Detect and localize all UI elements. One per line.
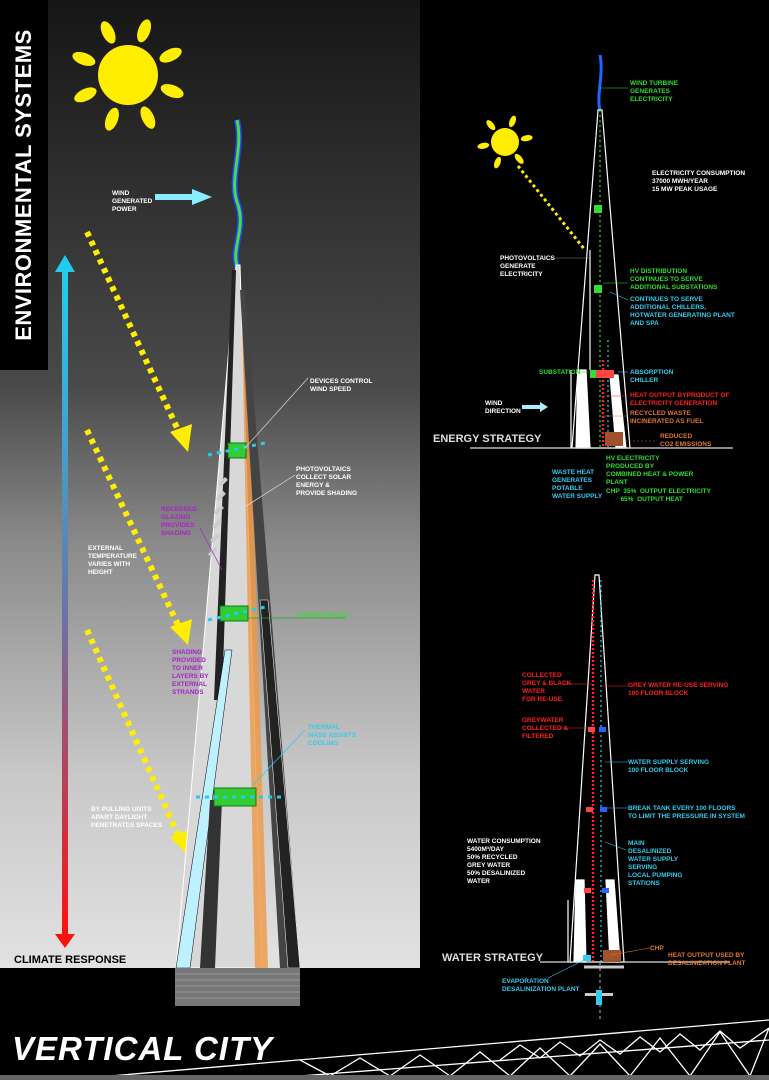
wind-direction-arrow — [522, 402, 548, 412]
label-collected-water: COLLECTED GREY & BLACK WATER FOR RE-USE — [522, 672, 572, 703]
label-photovoltaics: PHOTOVOLTAICS COLLECT SOLAR ENERGY & PRO… — [296, 466, 358, 497]
energy-tower — [470, 54, 733, 449]
label-devices: DEVICES CONTROL WIND SPEED — [310, 378, 373, 393]
label-wind-turbine: WIND TURBINE GENERATES ELECTRICITY — [630, 80, 679, 103]
label-greywater: GREYWATER COLLECTED & FILTERED — [522, 717, 569, 740]
green-space-boxes — [213, 442, 257, 807]
energy-strategy-heading: ENERGY STRATEGY — [433, 433, 542, 445]
label-water-consumption: WATER CONSUMPTION 5400m³/DAY 50% RECYCLE… — [467, 838, 541, 885]
energy-leaders — [550, 87, 655, 442]
climate-response-heading: CLIMATE RESPONSE — [14, 954, 127, 966]
airflow-arrows — [196, 441, 285, 799]
label-substation: SUBSTATION — [539, 369, 581, 376]
water-leaders — [547, 683, 651, 979]
label-reduced-co2: REDUCED CO2 EMISSIONS — [660, 433, 712, 448]
label-chillers: CONTINUES TO SERVE ADDITIONAL CHILLERS, … — [630, 296, 735, 327]
main-title: VERTICAL CITY — [12, 1030, 274, 1067]
break-tanks — [583, 727, 621, 1005]
sun-icon — [72, 19, 184, 131]
label-external-temperature: EXTERNAL TEMPERATURE VARIES WITH HEIGHT — [88, 545, 137, 576]
sunlight-arrowheads — [170, 424, 192, 855]
bottom-bar — [0, 1075, 769, 1080]
label-water-supply: WATER SUPPLY SERVING 100 FLOOR BLOCK — [628, 759, 710, 774]
label-wind-power: WIND GENERATED POWER — [112, 190, 153, 213]
chp-plant — [605, 432, 623, 446]
label-electricity-consumption: ELECTRICITY CONSUMPTION 37000 MWH/YEAR 1… — [652, 170, 746, 193]
wind-arrow — [155, 189, 212, 205]
side-title-block: ENVIRONMENTAL SYSTEMS — [0, 0, 48, 370]
label-hv-distribution: HV DISTRIBUTION CONTINUES TO SERVE ADDIT… — [630, 268, 718, 291]
label-heat-output: HEAT OUTPUT BYPRODUCT OF ELECTRICITY GEN… — [630, 392, 730, 407]
label-shading: SHADING PROVIDED TO INNER LAYERS BY EXTE… — [172, 649, 209, 696]
label-evaporation: EVAPORATION DESALINIZATION PLANT — [502, 978, 580, 993]
label-green-spaces: GREEN SPACES — [298, 612, 350, 619]
label-thermal-mass: THERMAL MASS ASSISTS COOLING — [308, 724, 357, 747]
side-title: ENVIRONMENTAL SYSTEMS — [11, 29, 36, 341]
label-break-tank: BREAK TANK EVERY 100 FLOORS TO LIMIT THE… — [628, 805, 745, 820]
label-hv-electricity: HV ELECTRICITY PRODUCED BY COMBINED HEAT… — [606, 455, 694, 486]
pv-panels — [208, 477, 228, 557]
label-grey-reuse: GREY WATER RE-USE SERVING 100 FLOOR BLOC… — [628, 682, 729, 697]
sun-small-icon — [477, 115, 533, 169]
label-absorption-chiller: ABSORPTION CHILLER — [630, 369, 674, 384]
label-heat-desalination: HEAT OUTPUT USED BY DESALINIZATION PLANT — [668, 952, 746, 967]
water-strategy-heading: WATER STRATEGY — [442, 952, 544, 964]
label-main-supply: MAIN DESALINIZED WATER SUPPLY SERVING LO… — [628, 840, 683, 887]
climate-tower — [175, 119, 301, 969]
water-tower — [540, 574, 730, 1020]
temperature-gradient-arrow — [55, 255, 75, 948]
label-chp: CHP — [650, 945, 664, 952]
label-recycled-waste: RECYCLED WASTE INCINERATED AS FUEL — [630, 410, 704, 425]
sunlight-arrows — [84, 230, 181, 837]
label-pv-generate: PHOTOVOLTAICS GENERATE ELECTRICITY — [500, 255, 555, 278]
tower-base — [175, 968, 300, 1006]
label-wind-direction: WIND DIRECTION — [485, 400, 521, 415]
substation-box — [592, 370, 614, 378]
label-chp-ratio: CHP 35% OUTPUT ELECTRICITY 65% OUTPUT HE… — [606, 488, 711, 503]
label-daylight: BY PULLING UNITS APART DAYLIGHT PENETRAT… — [91, 806, 163, 829]
label-recessed-glazing: RECESSED GLAZING PROVIDES SHADING — [161, 506, 197, 537]
annotation-leaders — [199, 377, 346, 786]
truss-structure — [109, 1019, 769, 1078]
solar-ray — [516, 165, 587, 251]
label-waste-heat: WASTE HEAT GENERATES POTABLE WATER SUPPL… — [552, 469, 603, 500]
